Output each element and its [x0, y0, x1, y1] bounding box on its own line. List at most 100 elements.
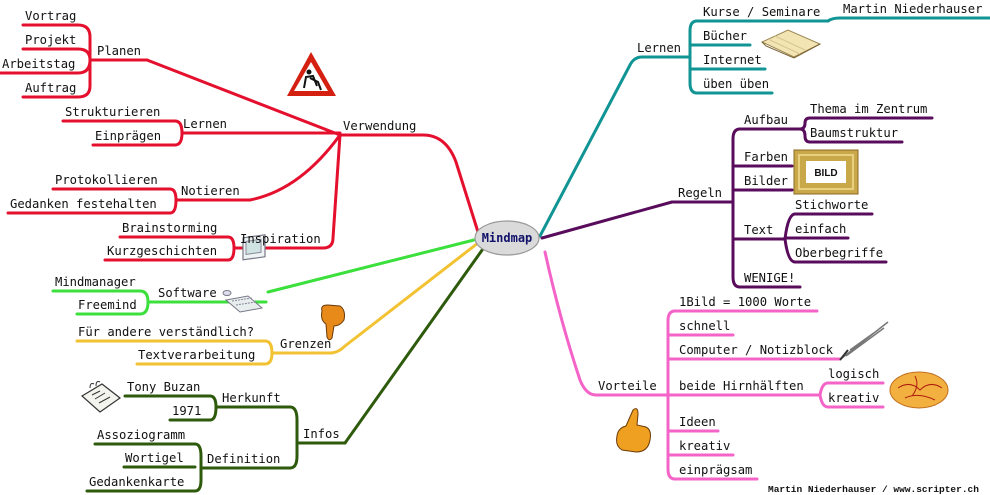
mindmap-leaf[interactable]: Mindmanager — [55, 275, 136, 289]
branch-connector — [248, 133, 342, 202]
thumbs-up-icon — [616, 408, 651, 453]
mindmap-leaf[interactable]: Assoziogramm — [97, 428, 185, 442]
node-definition[interactable]: Definition — [207, 452, 280, 466]
branch-connector — [688, 19, 699, 95]
bild-label: BILD — [814, 168, 837, 179]
node-herkunft[interactable]: Herkunft — [222, 391, 281, 405]
pen-icon — [839, 321, 889, 361]
mindmap-leaf[interactable]: Strukturieren — [65, 105, 160, 119]
mindmap-leaf[interactable]: Internet — [703, 53, 762, 67]
mindmap-leaf[interactable]: Baumstruktur — [810, 126, 898, 140]
branch-connector — [783, 237, 797, 264]
branch-connector — [798, 127, 812, 144]
node-planen[interactable]: Planen — [97, 44, 141, 58]
branch-connector — [540, 200, 674, 240]
mindmap-leaf[interactable]: Freemind — [78, 298, 137, 312]
mindmap-leaf[interactable]: Kurse / Seminare — [703, 5, 820, 19]
thumbs-down-icon — [321, 304, 345, 341]
branch-connector — [818, 393, 830, 409]
mindmap-leaf[interactable]: 1971 — [172, 404, 201, 418]
branch-connector — [666, 333, 677, 457]
mindmap-leaf[interactable]: kreativ — [828, 391, 879, 405]
mindmap-leaf[interactable]: Martin Niederhauser — [843, 2, 982, 16]
branch-vorteile[interactable]: Vorteile — [598, 379, 657, 393]
branch-connector — [226, 235, 236, 262]
mindmap-leaf[interactable]: Protokollieren — [55, 173, 158, 187]
book-icon — [760, 29, 822, 59]
branch-connector — [826, 16, 842, 23]
mindmap-leaf[interactable]: kreativ — [679, 439, 730, 453]
branch-connector — [288, 405, 299, 470]
branch-connector — [76, 47, 92, 75]
mindmap-leaf[interactable]: Arbeitstag — [2, 57, 75, 71]
center-node[interactable]: Mindmap — [474, 220, 540, 256]
node-lernen[interactable]: Lernen — [183, 117, 227, 131]
branch-connector — [76, 23, 92, 99]
branch-connector — [343, 244, 487, 445]
mindmap-leaf[interactable]: Oberbegriffe — [795, 246, 883, 260]
branch-grenzen[interactable]: Grenzen — [280, 337, 331, 351]
calendar-icon — [80, 381, 122, 413]
bild-picture-frame-icon: BILD — [793, 149, 859, 195]
node-notieren[interactable]: Notieren — [181, 184, 240, 198]
branch-verwendung[interactable]: Verwendung — [343, 119, 416, 133]
branch-regeln[interactable]: Regeln — [678, 186, 722, 200]
node-farben[interactable]: Farben — [744, 150, 788, 164]
branch-software[interactable]: Software — [158, 286, 217, 300]
computer-icon — [222, 234, 266, 313]
mindmap-leaf[interactable]: Gedankenkarte — [89, 475, 184, 489]
mindmap-leaf[interactable]: Gedanken festehalten — [10, 197, 157, 211]
mindmap-leaf[interactable]: Ideen — [679, 415, 716, 429]
mindmap-leaf[interactable]: Einprägen — [95, 129, 161, 143]
branch-connector — [321, 133, 342, 250]
mindmap-leaf[interactable]: Wortigel — [125, 451, 184, 465]
node-text[interactable]: Text — [744, 223, 773, 237]
branch-connector — [266, 238, 476, 294]
branch-connector — [328, 241, 480, 355]
branch-lernen[interactable]: Lernen — [637, 41, 681, 55]
branch-connector — [798, 116, 812, 131]
branch-connector — [421, 133, 480, 234]
branch-connector — [818, 381, 830, 397]
branch-connector — [783, 212, 797, 241]
mindmap-leaf[interactable]: logisch — [828, 367, 879, 381]
branch-connector — [538, 55, 644, 238]
branch-infos[interactable]: Infos — [303, 427, 340, 441]
brain-icon — [889, 371, 949, 409]
branch-connector — [666, 309, 677, 481]
mindmap-leaf[interactable]: Kurzgeschichten — [107, 244, 217, 258]
node-aufbau[interactable]: Aufbau — [744, 113, 788, 127]
mindmap-leaf[interactable]: 1Bild = 1000 Worte — [679, 295, 811, 309]
branch-connector — [168, 187, 178, 215]
mindmap-leaf[interactable]: Textverarbeitung — [138, 348, 255, 362]
mindmap-leaf[interactable]: Computer / Notizblock — [679, 343, 834, 357]
branch-connector — [145, 58, 342, 137]
node-inspiration[interactable]: Inspiration — [240, 232, 321, 246]
mindmap-leaf[interactable]: schnell — [679, 319, 730, 333]
mindmap-leaf[interactable]: Auftrag — [25, 81, 76, 95]
mindmap-leaf[interactable]: einfach — [795, 222, 846, 236]
branch-connector — [193, 442, 203, 493]
mindmap-leaf[interactable]: Bücher — [703, 29, 747, 43]
branch-connector — [173, 119, 184, 147]
mindmap-leaf[interactable]: Projekt — [25, 33, 76, 47]
node-wenige[interactable]: WENIGE! — [744, 271, 795, 285]
mindmap-leaf[interactable]: Stichworte — [795, 198, 868, 212]
mindmap-leaf[interactable]: einprägsam — [679, 463, 752, 477]
construction-warning-icon — [287, 52, 336, 96]
branch-connector — [263, 339, 274, 366]
mindmap-leaf[interactable]: beide Hirnhälften — [679, 379, 804, 393]
branch-connector — [731, 127, 742, 289]
mindmap-leaf[interactable]: Thema im Zentrum — [810, 102, 927, 116]
center-label: Mindmap — [482, 231, 533, 245]
mindmap-leaf[interactable]: üben üben — [703, 77, 769, 91]
mindmap-leaf[interactable]: Vortrag — [25, 9, 76, 23]
mindmap-leaf[interactable]: Brainstorming — [122, 221, 217, 235]
footer-credit: Martin Niederhauser / www.scripter.ch — [768, 484, 979, 495]
mindmap-leaf[interactable]: Tony Buzan — [127, 380, 200, 394]
mindmap-leaf[interactable]: Für andere verständlich? — [78, 325, 254, 339]
branch-connector — [208, 394, 218, 422]
node-bilder[interactable]: Bilder — [744, 174, 788, 188]
branch-connector — [138, 289, 150, 316]
